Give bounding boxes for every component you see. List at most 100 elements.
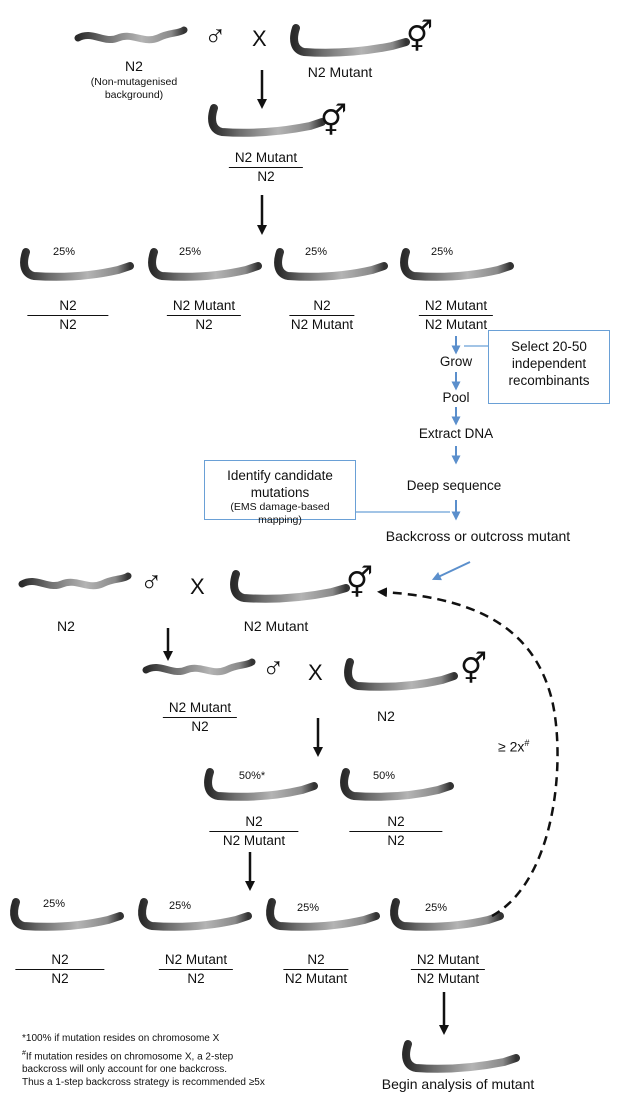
- cross-x-top: X: [252, 26, 267, 51]
- worm-g1-3: [274, 248, 388, 281]
- bc-g3-pct-4: 25%: [424, 902, 448, 914]
- footnote-hash-line-1: If mutation resides on chromosome X, a 2…: [25, 1051, 234, 1063]
- genotype-bottom: N2 Mutant: [416, 971, 480, 986]
- genotype-top: N2 Mutant: [158, 952, 234, 970]
- male-symbol-icon: ♂: [204, 20, 227, 53]
- genotype-top: N2: [289, 298, 355, 316]
- cross-x-lower: X: [308, 660, 323, 685]
- hermaphrodite-symbol-icon: ⚥: [460, 653, 488, 686]
- genotype-top: N2 Mutant: [166, 298, 242, 316]
- cross-x-mid: X: [190, 574, 205, 599]
- bc-g3-genotype-2: N2 Mutant N2: [158, 952, 234, 987]
- n2-parent-label: N2: [125, 58, 143, 74]
- repeat-count-superscript: #: [524, 738, 530, 748]
- step-deep-sequence: Deep sequence: [406, 478, 502, 493]
- g1-pct-2: 25%: [178, 246, 202, 258]
- genotype-top: N2: [27, 298, 109, 316]
- worm-n2-top: [74, 26, 188, 44]
- g1-genotype-1: N2 N2: [27, 298, 109, 333]
- worm-bc-g3-1: [10, 898, 124, 931]
- repeat-dashed-arrow: [377, 587, 559, 918]
- bc-f1-genotype: N2 Mutant N2: [162, 700, 238, 735]
- hermaphrodite-symbol-icon: ⚥: [320, 105, 348, 138]
- genotype-bottom: N2: [187, 971, 205, 986]
- step-grow: Grow: [439, 354, 473, 369]
- identify-box-subtitle: (EMS damage-based mapping): [230, 501, 330, 526]
- bc-n2-mutant-label: N2 Mutant: [243, 618, 309, 634]
- bc-g2-genotype-1: N2 N2 Mutant: [209, 814, 299, 849]
- male-symbol-icon: ♂: [262, 652, 285, 685]
- worm-g1-1: [20, 248, 134, 281]
- flow-arrow-6: [431, 561, 471, 581]
- genotype-bottom: N2: [257, 169, 275, 184]
- genotype-bottom: N2: [195, 317, 213, 332]
- genotype-bottom: N2 Mutant: [222, 833, 286, 848]
- footnote-hash-mark: #: [22, 1050, 26, 1057]
- select-recombinants-box: Select 20-50 independent recombinants: [488, 330, 610, 404]
- backcross-label: Backcross or outcross mutant: [385, 528, 571, 544]
- repeat-count-label: ≥ 2x#: [498, 738, 529, 755]
- bc-g3-genotype-4: N2 Mutant N2 Mutant: [410, 952, 486, 987]
- bc-n2-right-label: N2: [377, 708, 395, 724]
- footnote-hash-line-3: Thus a 1-step backcross strategy is reco…: [22, 1077, 265, 1089]
- worm-f1: [208, 104, 326, 137]
- worm-bc-g3-2: [138, 898, 252, 931]
- bc-g3-pct-3: 25%: [296, 902, 320, 914]
- genotype-top: N2 Mutant: [162, 700, 238, 718]
- worm-bc-g3-3: [266, 898, 380, 931]
- genotype-bottom: N2: [191, 719, 209, 734]
- genotype-top: N2: [349, 814, 443, 832]
- worm-bc-g2-2: [340, 768, 454, 801]
- worm-g1-4: [400, 248, 514, 281]
- genotype-top: N2 Mutant: [410, 952, 486, 970]
- hermaphrodite-symbol-icon: ⚥: [406, 21, 434, 54]
- g1-pct-3: 25%: [304, 246, 328, 258]
- genotype-bottom: N2 Mutant: [290, 317, 354, 332]
- worm-g1-2: [148, 248, 262, 281]
- g1-genotype-2: N2 Mutant N2: [166, 298, 242, 333]
- n2-background-note: (Non-mutagenised background): [90, 76, 178, 101]
- step-extract-dna: Extract DNA: [418, 426, 494, 441]
- bc-g3-pct-1: 25%: [42, 898, 66, 910]
- begin-analysis-label: Begin analysis of mutant: [381, 1076, 535, 1092]
- bc-g2-genotype-2: N2 N2: [349, 814, 443, 849]
- g1-genotype-4: N2 Mutant N2 Mutant: [418, 298, 494, 333]
- genotype-bottom: N2: [51, 971, 69, 986]
- genotype-top: N2: [15, 952, 105, 970]
- hermaphrodite-symbol-icon: ⚥: [346, 567, 374, 600]
- n2-mutant-parent-label: N2 Mutant: [307, 64, 373, 80]
- genotype-top: N2: [209, 814, 299, 832]
- male-symbol-icon: ♂: [140, 566, 163, 599]
- identify-mutations-box: Identify candidate mutations (EMS damage…: [204, 460, 356, 526]
- bc-n2-label: N2: [57, 618, 75, 634]
- step-pool: Pool: [442, 390, 470, 405]
- select-box-text: Select 20-50 independent recombinants: [508, 339, 590, 388]
- worm-final: [402, 1040, 520, 1073]
- genotype-bottom: N2 Mutant: [424, 317, 488, 332]
- bc-g3-genotype-3: N2 N2 Mutant: [283, 952, 349, 987]
- worm-bc-g2-1: [204, 768, 318, 801]
- genotype-bottom: N2: [387, 833, 405, 848]
- identify-box-title: Identify candidate mutations: [227, 468, 333, 500]
- genotype-bottom: N2 Mutant: [284, 971, 348, 986]
- worm-bc-mutant: [230, 570, 350, 603]
- g1-pct-1: 25%: [52, 246, 76, 258]
- worm-bc-n2: [18, 572, 132, 590]
- g1-genotype-3: N2 N2 Mutant: [289, 298, 355, 333]
- bc-g3-genotype-1: N2 N2: [15, 952, 105, 987]
- genotype-top: N2 Mutant: [418, 298, 494, 316]
- footnote-star: *100% if mutation resides on chromosome …: [22, 1033, 220, 1044]
- worm-bc-f1: [142, 658, 256, 676]
- repeat-count-text: ≥ 2x: [498, 738, 525, 755]
- g1-pct-4: 25%: [430, 246, 454, 258]
- f1-genotype: N2 Mutant N2: [228, 150, 304, 185]
- genotype-top: N2: [283, 952, 349, 970]
- genotype-top: N2 Mutant: [228, 150, 304, 168]
- bc-g2-pct-2: 50%: [372, 770, 396, 782]
- worm-bc-g3-4: [390, 898, 504, 931]
- bc-g3-pct-2: 25%: [168, 900, 192, 912]
- genotype-bottom: N2: [59, 317, 77, 332]
- bc-g2-pct-1: 50%*: [238, 770, 266, 782]
